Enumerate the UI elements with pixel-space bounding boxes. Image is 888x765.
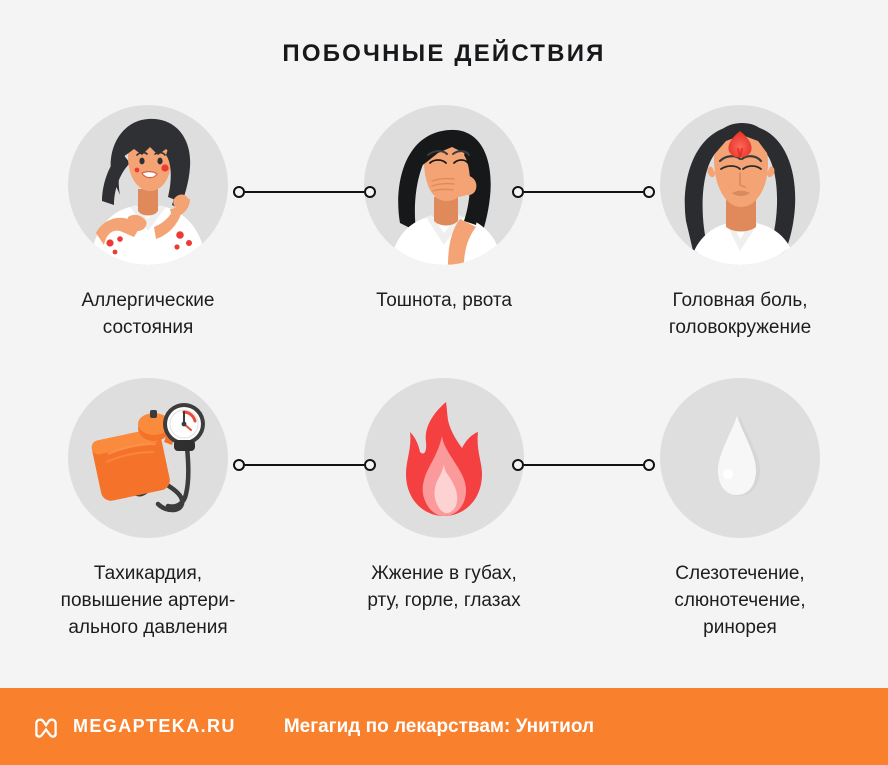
- connector-3: [233, 458, 376, 472]
- side-effect-item: Жжение в губах, рту, горле, глазах: [296, 378, 592, 651]
- blood-pressure-monitor-icon: [91, 403, 205, 513]
- connector-line: [524, 191, 643, 193]
- side-effect-item: Аллергические состояния: [0, 105, 296, 378]
- woman-with-skin-rash-icon: [90, 118, 206, 265]
- side-effect-caption: Тахикардия, повышение артери- ального да…: [60, 563, 236, 638]
- side-effects-grid: Аллергические состояния: [0, 105, 888, 651]
- side-effect-item: Тахикардия, повышение артери- ального да…: [0, 378, 296, 651]
- page-title: ПОБОЧНЫЕ ДЕЙСТВИЯ: [282, 40, 606, 67]
- side-effect-illustration: [364, 378, 524, 538]
- footer-caption: Мегагид по лекарствам: Унитиол: [283, 715, 595, 737]
- footer-bar: MEGAPTEKA.RU Мегагид по лекарствам: Унит…: [0, 688, 888, 765]
- side-effect-illustration: [660, 105, 820, 265]
- connector-line: [245, 464, 364, 466]
- connector-dot-left-icon: [512, 186, 524, 198]
- side-effect-caption: Головная боль, головокружение: [668, 290, 812, 338]
- water-drop-icon: [718, 416, 760, 496]
- side-effect-caption: Аллергические состояния: [81, 290, 215, 338]
- connector-dot-left-icon: [233, 186, 245, 198]
- logo-text[interactable]: MEGAPTEKA.RU: [73, 716, 236, 736]
- side-effect-illustration: [68, 105, 228, 265]
- megapteka-m-monogram-icon: [35, 718, 57, 738]
- side-effect-illustration: [68, 378, 228, 538]
- connector-dot-right-icon: [643, 459, 655, 471]
- side-effect-item: Слезотечение, слюнотечение, ринорея: [592, 378, 888, 651]
- side-effect-caption: Слезотечение, слюнотечение, ринорея: [674, 563, 806, 638]
- side-effect-caption: Тошнота, рвота: [376, 290, 512, 311]
- connector-dot-right-icon: [364, 186, 376, 198]
- side-effect-item: Тошнота, рвота: [296, 105, 592, 378]
- woman-covering-mouth-nausea-icon: [390, 129, 502, 265]
- woman-with-headache-icon: [684, 123, 796, 265]
- connector-1: [233, 185, 376, 199]
- side-effects-row-bottom: Тахикардия, повышение артери- ального да…: [0, 378, 888, 651]
- side-effect-item: Головная боль, головокружение: [592, 105, 888, 378]
- connector-dot-right-icon: [643, 186, 655, 198]
- connector-line: [245, 191, 364, 193]
- connector-dot-left-icon: [233, 459, 245, 471]
- connector-4: [512, 458, 655, 472]
- side-effects-row-top: Аллергические состояния: [0, 105, 888, 378]
- side-effect-illustration: [660, 378, 820, 538]
- connector-2: [512, 185, 655, 199]
- connector-line: [524, 464, 643, 466]
- connector-dot-right-icon: [364, 459, 376, 471]
- connector-dot-left-icon: [512, 459, 524, 471]
- flame-icon: [406, 402, 482, 516]
- side-effect-illustration: [364, 105, 524, 265]
- side-effect-caption: Жжение в губах, рту, горле, глазах: [367, 563, 521, 611]
